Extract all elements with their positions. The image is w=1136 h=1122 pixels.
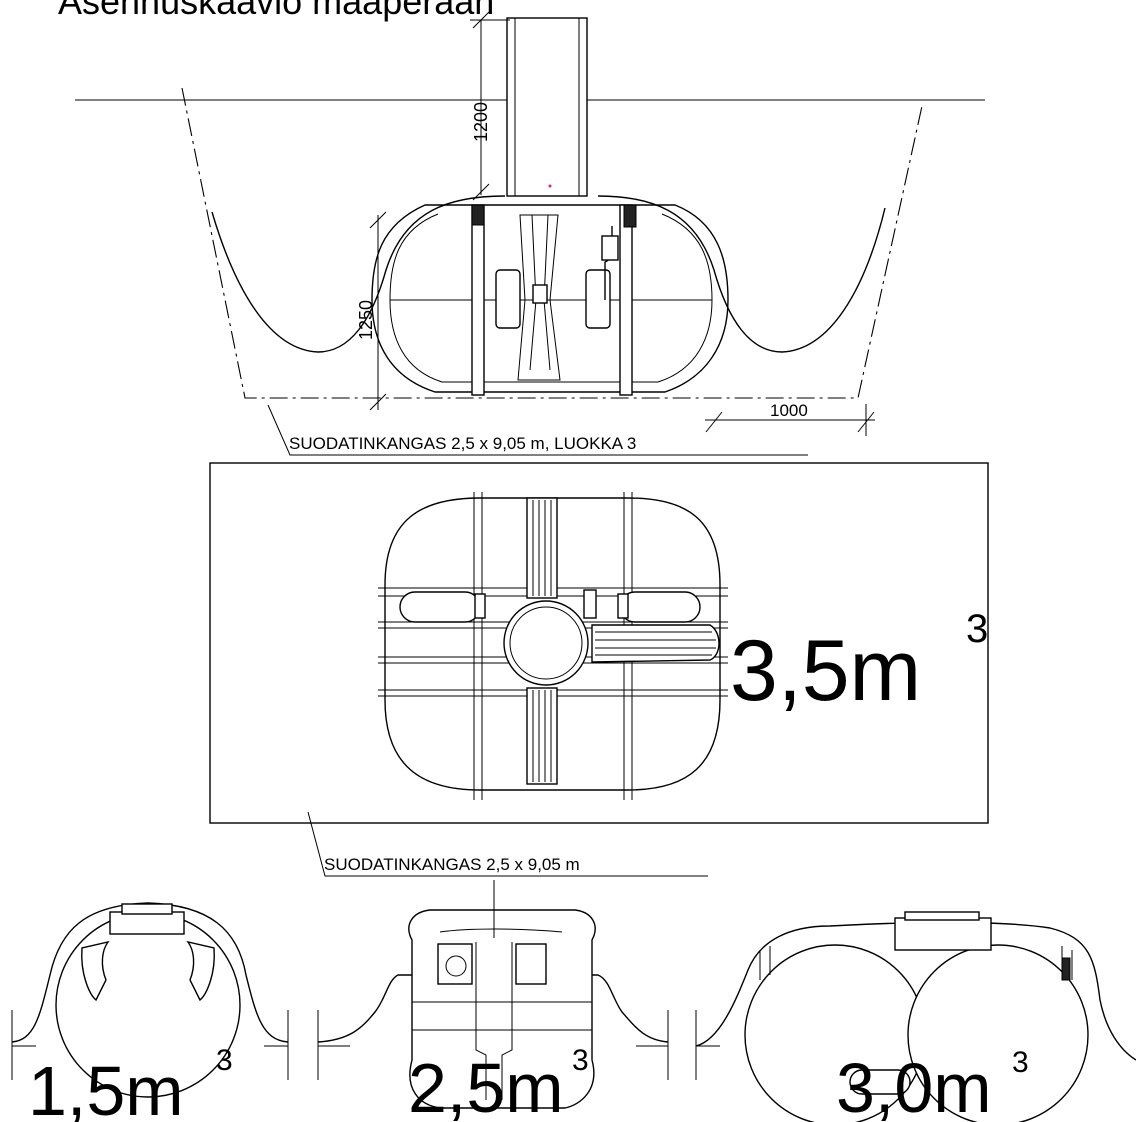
dim-1200-label: 1200 xyxy=(471,102,491,142)
rib-cap-left xyxy=(471,204,485,226)
tank-1-5-label: 1,5m xyxy=(28,1052,184,1122)
tank-rib-right xyxy=(619,204,633,396)
tank-3-0-body-right xyxy=(907,944,1089,1122)
tank-2-5-sup: 3 xyxy=(572,1044,589,1077)
fabric-leader-2 xyxy=(307,811,708,877)
pipe-elbow-box xyxy=(601,235,619,261)
plan-slot-left-cap xyxy=(474,593,486,619)
dim-1250-label: 1250 xyxy=(356,300,376,340)
tank-1-5-fabric xyxy=(11,902,289,1043)
plan-valve xyxy=(583,589,597,619)
plan-slot-left xyxy=(399,591,481,623)
fabric-label-1: SUODATINKANGAS 2,5 x 9,05 m, LUOKKA 3 xyxy=(289,434,636,453)
tank-2-5-center xyxy=(475,942,513,1100)
tank-1-5-section: 1,5m 3 xyxy=(11,902,289,1122)
tank-2-5-box-left xyxy=(437,943,473,985)
dim-1200-tick-bottom xyxy=(472,183,490,201)
dim-1250-tick-top xyxy=(369,211,387,229)
dim-1000-label: 1000 xyxy=(770,401,808,420)
excavation-outline xyxy=(181,87,923,399)
pump-right xyxy=(585,269,611,329)
tank-2-5-box-right xyxy=(515,943,547,985)
tank-1-5-handle-left xyxy=(81,940,110,1002)
tank-rib-left xyxy=(471,204,485,396)
tank-3-0-shell-left xyxy=(759,946,771,980)
plan-manhole-inner xyxy=(509,606,583,680)
pump-left xyxy=(495,269,521,329)
valve-center xyxy=(532,284,548,304)
fabric-curve-left xyxy=(211,195,506,353)
tank-3-0-valve xyxy=(1061,957,1071,981)
tank-3-0-riser xyxy=(894,917,992,951)
plan-module-right xyxy=(591,624,720,663)
plan-tank-outline xyxy=(384,497,721,791)
plan-slot-right-cap xyxy=(617,593,629,619)
plan-volume-label: 3,5m xyxy=(730,623,921,719)
plan-view: 3,5m 3 SUODATINKANGAS 2,5 x 9,05 m xyxy=(209,462,989,877)
tank-inner-shell xyxy=(389,213,713,383)
tank-2-5-section: 2,5m 3 xyxy=(317,880,669,1122)
riser-marker xyxy=(548,184,552,188)
plan-module-bottom xyxy=(526,687,558,785)
tank-3-0-sup: 3 xyxy=(1012,1046,1029,1079)
dim-1000-tick-left xyxy=(705,411,723,433)
tank-3-0-slot xyxy=(849,1069,911,1095)
inner-module xyxy=(517,214,561,381)
plan-volume-sup: 3 xyxy=(966,607,988,651)
plan-module-top-lines xyxy=(532,500,552,596)
tank-1-5-handle-right xyxy=(186,940,215,1002)
fabric-label-2: SUODATINKANGAS 2,5 x 9,05 m xyxy=(324,855,580,874)
tank-2-5-box-circle xyxy=(445,955,467,977)
tank-side-body xyxy=(371,204,729,393)
plan-slot-right xyxy=(619,591,701,623)
plan-manhole-outer xyxy=(503,600,589,686)
access-riser xyxy=(506,17,588,197)
tank-2-5-label: 2,5m xyxy=(408,1049,564,1122)
tank-3-0-label: 3,0m xyxy=(836,1049,992,1122)
tank-1-5-sup: 3 xyxy=(216,1044,233,1077)
plan-module-top xyxy=(526,497,558,599)
dim-1250-tick-bottom xyxy=(369,393,387,411)
plan-module-right-lines xyxy=(595,631,716,656)
drawing-title: Asennuskaavio maaperään xyxy=(58,0,494,22)
fabric-leader-1 xyxy=(267,404,808,456)
tank-2-5-top-arch xyxy=(439,928,563,933)
tank-2-5-fabric xyxy=(317,974,669,1043)
plan-frame xyxy=(209,462,989,824)
tank-3-0-riser-top xyxy=(904,911,980,921)
tank-1-5-riser xyxy=(109,911,185,935)
tank-3-0-section: 3,0m 3 xyxy=(695,911,1136,1122)
fabric-curve-right xyxy=(597,195,886,353)
plan-module-bottom-lines xyxy=(532,690,552,782)
rib-cap-right xyxy=(623,204,637,228)
tank-1-5-riser-top xyxy=(121,903,173,915)
section-view: 1200 1250 1000 SUODATINKANGAS 2,5 x 9,05… xyxy=(75,11,985,456)
